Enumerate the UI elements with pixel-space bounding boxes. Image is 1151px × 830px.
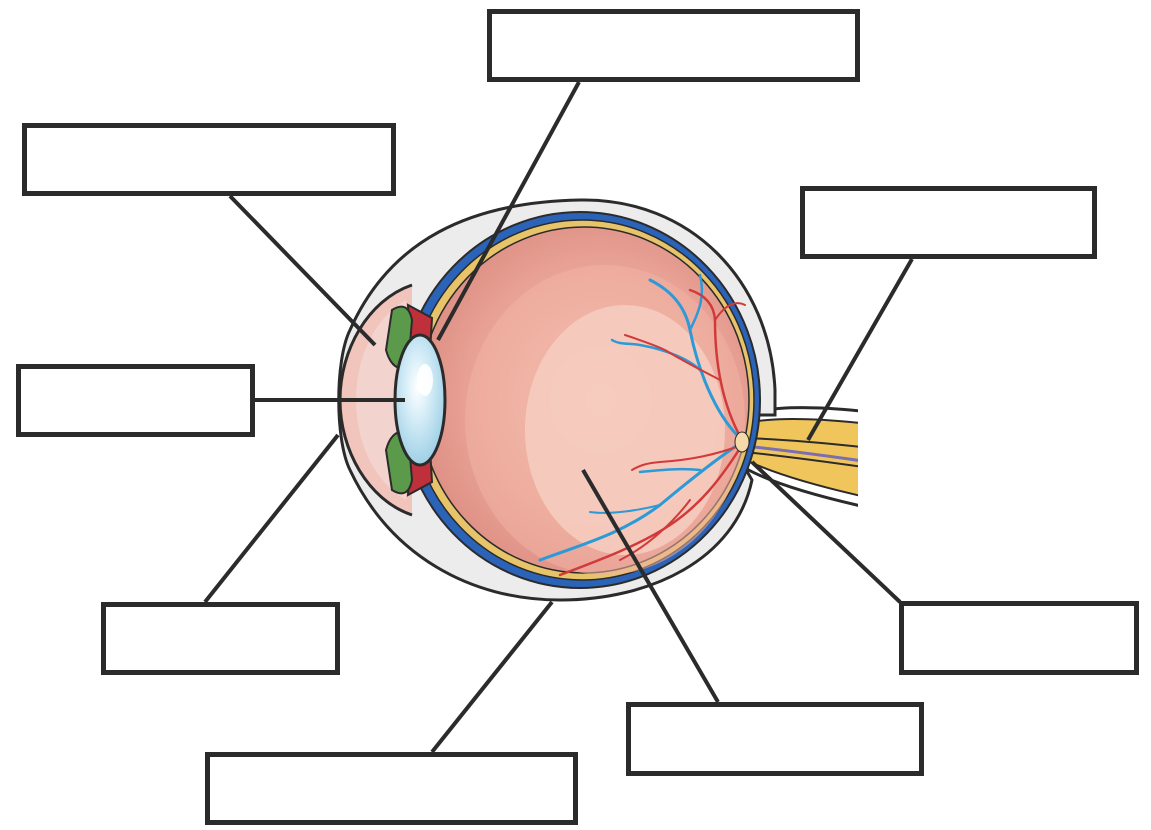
- pointer-bottom-left: [432, 602, 552, 752]
- label-box-lens-top[interactable]: [487, 9, 860, 82]
- pointer-upper-left: [230, 196, 375, 345]
- label-box-sclera[interactable]: [205, 752, 578, 825]
- label-box-cornea[interactable]: [101, 602, 340, 675]
- label-box-upper-left[interactable]: [22, 123, 396, 196]
- label-box-optic-nerve[interactable]: [800, 186, 1097, 259]
- label-box-retina[interactable]: [626, 702, 924, 776]
- pointer-lower-left: [205, 435, 338, 602]
- optic-disc: [735, 432, 749, 452]
- pointer-right-top: [808, 259, 912, 440]
- label-box-blood-vessels[interactable]: [899, 601, 1139, 675]
- optic-nerve: [742, 408, 870, 508]
- label-box-lens[interactable]: [16, 364, 255, 437]
